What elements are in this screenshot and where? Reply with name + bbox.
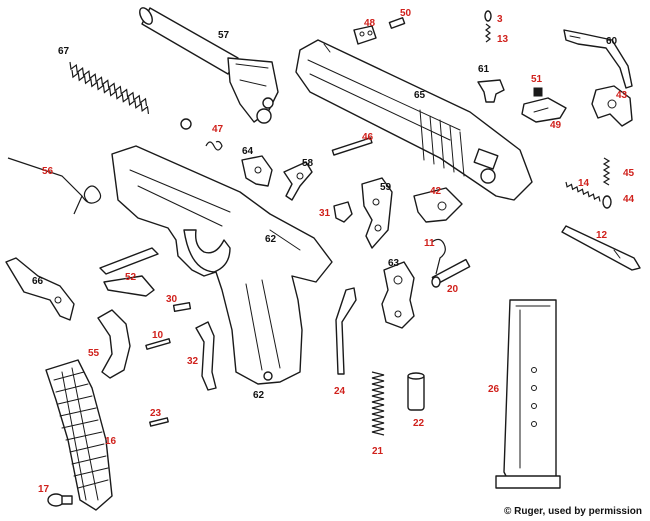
callout-60: 60: [606, 36, 618, 47]
part-66-drawing: [5, 257, 75, 321]
callout-48: 48: [364, 18, 376, 29]
part-21-drawing: [371, 371, 385, 436]
part-24-drawing: [335, 287, 357, 375]
callout-67: 67: [58, 46, 70, 57]
callout-30: 30: [166, 294, 178, 305]
part-63-drawing: [381, 261, 415, 329]
part-61-drawing: [477, 79, 505, 103]
part-31-drawing: [333, 201, 353, 223]
callout-22: 22: [413, 418, 425, 429]
part-43-drawing: [591, 85, 633, 127]
part-58-drawing: [283, 161, 313, 201]
callout-17: 17: [38, 484, 50, 495]
callout-labels: 57 67 48 50 3 13 60 61 65 51 43 49 47 46…: [32, 8, 635, 495]
part-13-drawing: [485, 23, 491, 43]
part-65-drawing: [295, 39, 533, 201]
callout-66: 66: [32, 276, 44, 287]
part-55-drawing: [97, 309, 131, 379]
callout-57: 57: [218, 30, 230, 41]
part-52-drawing: [99, 247, 159, 297]
part-45-drawing: [602, 157, 611, 186]
part-10-drawing: [145, 338, 171, 350]
callout-31: 31: [319, 208, 331, 219]
callout-32: 32: [187, 356, 199, 367]
callout-62b: 62: [253, 390, 265, 401]
part-47-drawing: [205, 140, 223, 151]
callout-55: 55: [88, 348, 100, 359]
callout-42: 42: [430, 186, 442, 197]
callout-24: 24: [334, 386, 346, 397]
callout-23: 23: [150, 408, 162, 419]
callout-10: 10: [152, 330, 164, 341]
part-26-drawing: [495, 299, 561, 489]
part-42-drawing: [413, 187, 463, 223]
callout-21: 21: [372, 446, 384, 457]
callout-26: 26: [488, 384, 500, 395]
part-67-drawing: [69, 61, 192, 130]
part-46-drawing: [331, 137, 373, 156]
part-22-drawing: [407, 372, 425, 411]
part-57-drawing: [139, 7, 279, 124]
part-16-drawing: [45, 359, 113, 511]
copyright-credit: © Ruger, used by permission: [504, 506, 642, 517]
part-62-drawing: [111, 145, 333, 385]
part-44-drawing: [602, 195, 612, 209]
part-17-drawing: [47, 493, 73, 507]
part-48-drawing: [353, 25, 377, 45]
part-56-drawing: [7, 157, 102, 215]
part-3-drawing: [484, 10, 492, 22]
callout-11: 11: [424, 238, 435, 249]
callout-16: 16: [105, 436, 117, 447]
callout-62: 62: [265, 234, 277, 245]
part-60-drawing: [563, 29, 633, 89]
part-59-drawing: [361, 177, 393, 249]
callout-12: 12: [596, 230, 608, 241]
callout-59: 59: [380, 182, 392, 193]
callout-46: 46: [362, 132, 374, 143]
part-64-drawing: [241, 155, 273, 187]
callout-20: 20: [447, 284, 459, 295]
callout-3: 3: [497, 14, 503, 25]
part-20-drawing: [431, 258, 471, 288]
part-49-drawing: [521, 97, 567, 123]
part-14-drawing: [565, 181, 601, 202]
callout-45: 45: [623, 168, 635, 179]
callout-63: 63: [388, 258, 400, 269]
callout-56: 56: [42, 166, 54, 177]
callout-50: 50: [400, 8, 412, 19]
callout-13: 13: [497, 34, 509, 45]
callout-61: 61: [478, 64, 490, 75]
part-32-drawing: [195, 321, 217, 391]
callout-51: 51: [531, 74, 543, 85]
part-11-drawing: [431, 238, 446, 275]
callout-65: 65: [414, 90, 426, 101]
callout-49: 49: [550, 120, 562, 131]
part-12-drawing: [561, 225, 641, 271]
callout-52: 52: [125, 272, 137, 283]
part-51-drawing: [533, 87, 543, 97]
callout-43: 43: [616, 90, 628, 101]
callout-14: 14: [578, 178, 590, 189]
callout-64: 64: [242, 146, 254, 157]
part-30-drawing: [172, 301, 192, 313]
part-23-drawing: [149, 417, 169, 427]
callout-47: 47: [212, 124, 224, 135]
callout-44: 44: [623, 194, 635, 205]
callout-58: 58: [302, 158, 314, 169]
part-50-drawing: [388, 17, 406, 29]
